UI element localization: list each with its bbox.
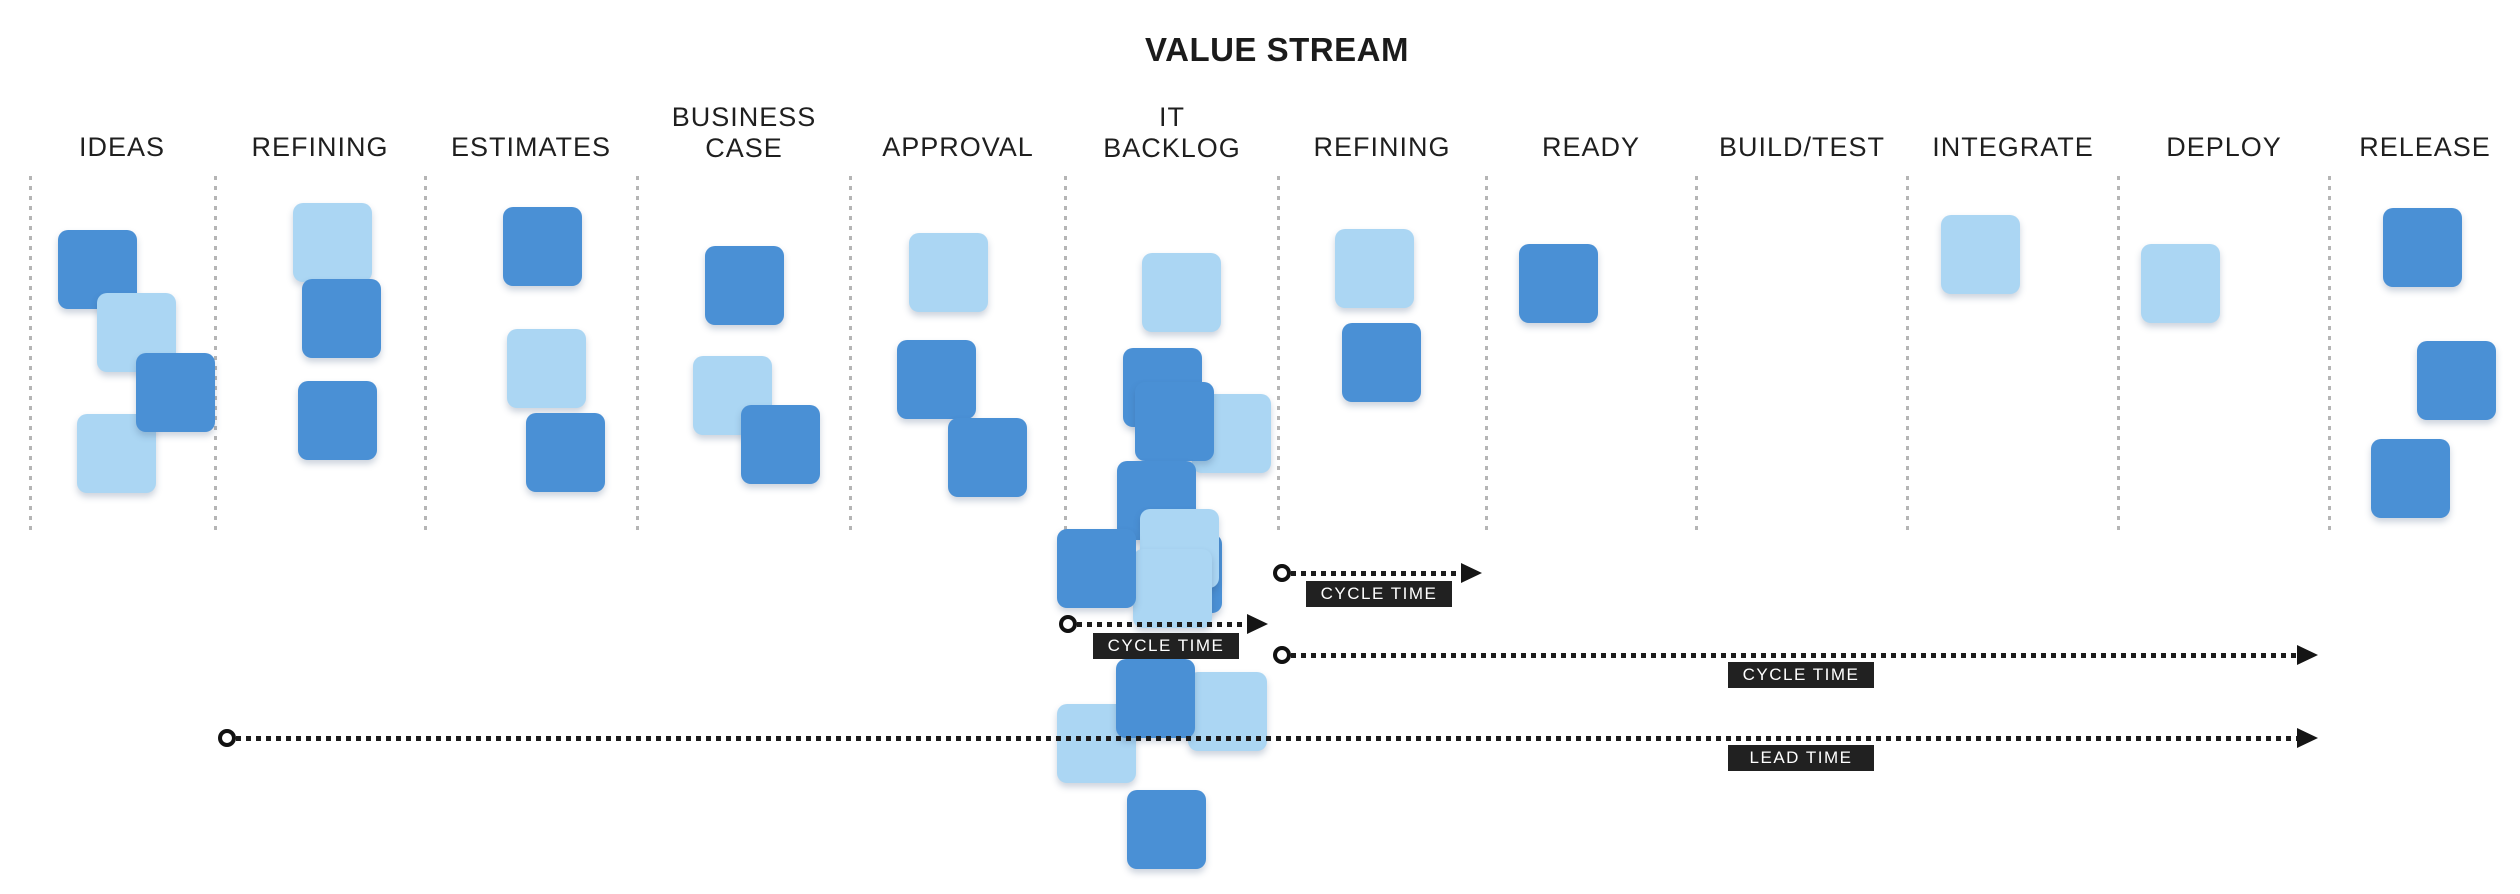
arrow-start-circle bbox=[218, 729, 236, 747]
sticky-note-dark[interactable] bbox=[1116, 659, 1195, 738]
arrow-start-circle bbox=[1273, 564, 1291, 582]
sticky-note-light[interactable] bbox=[1941, 215, 2020, 294]
sticky-note-dark[interactable] bbox=[503, 207, 582, 286]
sticky-note-dark[interactable] bbox=[897, 340, 976, 419]
column-header-refining: REFINING bbox=[251, 132, 388, 163]
sticky-note-light[interactable] bbox=[293, 203, 372, 282]
arrow-dotted-line bbox=[1291, 653, 2300, 658]
column-header-line: READY bbox=[1541, 132, 1641, 162]
column-header-estimates: ESTIMATES bbox=[451, 132, 611, 163]
sticky-note-dark[interactable] bbox=[2371, 439, 2450, 518]
column-header-line: INTEGRATE bbox=[1932, 132, 2094, 162]
arrow-start-circle bbox=[1059, 615, 1077, 633]
column-divider bbox=[636, 176, 639, 533]
sticky-note-dark[interactable] bbox=[1057, 529, 1136, 608]
column-header-line: CASE bbox=[705, 133, 783, 163]
column-header-deploy: DEPLOY bbox=[2166, 132, 2282, 163]
arrow-label: CYCLE TIME bbox=[1728, 662, 1874, 688]
sticky-note-light[interactable] bbox=[1335, 229, 1414, 308]
column-header-build-test: BUILD/TEST bbox=[1719, 132, 1885, 163]
arrow-head bbox=[2297, 728, 2318, 748]
sticky-note-light[interactable] bbox=[909, 233, 988, 312]
column-header-integrate: INTEGRATE bbox=[1932, 132, 2094, 163]
arrow-head bbox=[1247, 614, 1268, 634]
sticky-note-dark[interactable] bbox=[948, 418, 1027, 497]
column-header-ready: READY bbox=[1542, 132, 1640, 163]
sticky-note-dark[interactable] bbox=[741, 405, 820, 484]
sticky-note-light[interactable] bbox=[507, 329, 586, 408]
column-header-line: BUSINESS bbox=[671, 102, 817, 132]
arrow-dotted-line bbox=[1077, 622, 1250, 627]
column-header-line: IDEAS bbox=[78, 132, 166, 162]
arrow-label: CYCLE TIME bbox=[1306, 581, 1452, 607]
column-header-line: REFINING bbox=[251, 132, 389, 162]
column-header-refining: REFINING bbox=[1313, 132, 1450, 163]
column-header-line: APPROVAL bbox=[882, 132, 1034, 162]
sticky-note-light[interactable] bbox=[1142, 253, 1221, 332]
column-divider bbox=[2328, 176, 2331, 533]
column-header-line: BACKLOG bbox=[1103, 133, 1241, 163]
column-divider bbox=[2117, 176, 2120, 533]
column-header-line: BUILD/TEST bbox=[1718, 132, 1886, 162]
column-divider bbox=[1906, 176, 1909, 533]
arrow-start-circle bbox=[1273, 646, 1291, 664]
sticky-note-dark[interactable] bbox=[302, 279, 381, 358]
arrow-dotted-line bbox=[1291, 571, 1464, 576]
column-header-line: RELEASE bbox=[2359, 132, 2491, 162]
column-header-release: RELEASE bbox=[2359, 132, 2491, 163]
sticky-note-dark[interactable] bbox=[1342, 323, 1421, 402]
column-divider bbox=[214, 176, 217, 533]
column-header-ideas: IDEAS bbox=[79, 132, 165, 163]
column-divider bbox=[1485, 176, 1488, 533]
arrow-head bbox=[1461, 563, 1482, 583]
column-divider bbox=[1277, 176, 1280, 533]
column-header-line: REFINING bbox=[1313, 132, 1451, 162]
column-header-approval: APPROVAL bbox=[882, 132, 1034, 163]
sticky-note-dark[interactable] bbox=[136, 353, 215, 432]
sticky-note-dark[interactable] bbox=[1519, 244, 1598, 323]
arrow-label: CYCLE TIME bbox=[1093, 633, 1239, 659]
sticky-note-dark[interactable] bbox=[1127, 790, 1206, 869]
column-divider bbox=[1695, 176, 1698, 533]
column-divider bbox=[849, 176, 852, 533]
sticky-note-dark[interactable] bbox=[298, 381, 377, 460]
sticky-note-dark[interactable] bbox=[2417, 341, 2496, 420]
sticky-note-dark[interactable] bbox=[526, 413, 605, 492]
column-header-line: DEPLOY bbox=[2166, 132, 2282, 162]
column-divider bbox=[1064, 176, 1067, 533]
column-header-line: ESTIMATES bbox=[450, 132, 612, 162]
column-divider bbox=[424, 176, 427, 533]
column-header-line: IT bbox=[1158, 102, 1185, 132]
sticky-note-dark[interactable] bbox=[1135, 382, 1214, 461]
sticky-note-dark[interactable] bbox=[2383, 208, 2462, 287]
arrow-head bbox=[2297, 645, 2318, 665]
arrow-label: LEAD TIME bbox=[1728, 745, 1874, 771]
sticky-note-dark[interactable] bbox=[705, 246, 784, 325]
arrow-dotted-line bbox=[236, 736, 2300, 741]
page-title: VALUE STREAM bbox=[1145, 31, 1409, 68]
sticky-note-light[interactable] bbox=[1133, 549, 1212, 628]
sticky-note-light[interactable] bbox=[2141, 244, 2220, 323]
column-divider bbox=[29, 176, 32, 533]
